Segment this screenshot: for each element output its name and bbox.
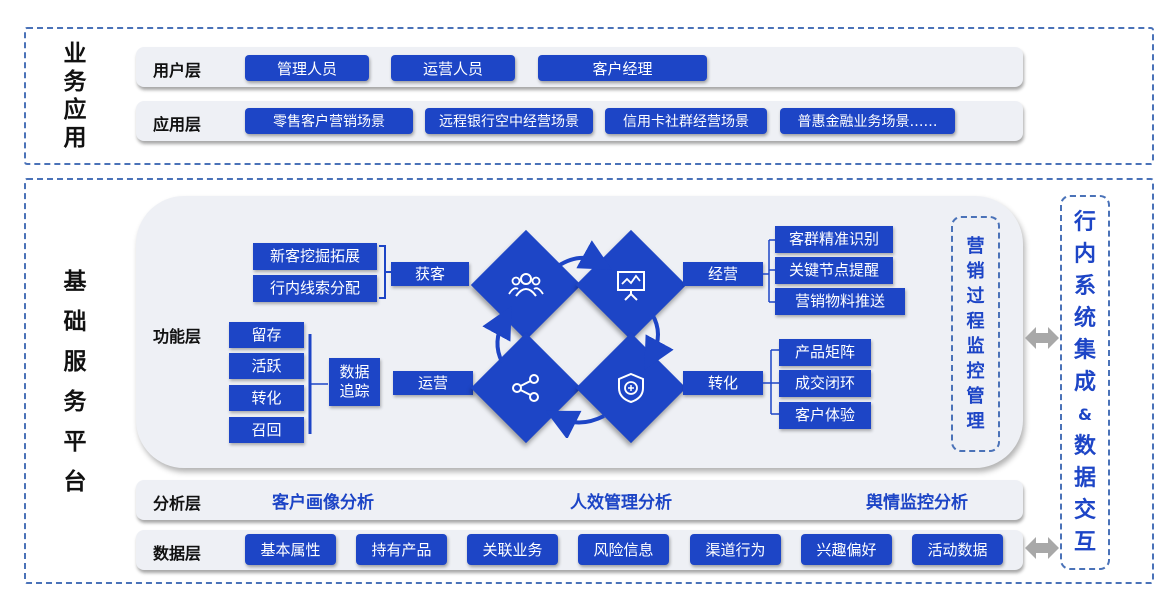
marketing-monitor-title: 营 销 过 程 监 控 管 理 [951, 222, 1000, 446]
data-chip-activity-data[interactable]: 活动数据 [912, 534, 1003, 565]
business-title-char: 用 [63, 125, 87, 151]
manage-item-precise-group[interactable]: 客群精准识别 [775, 226, 893, 253]
platform-title-char: 基 [63, 269, 87, 295]
operate-stage-convert[interactable]: 转化 [229, 385, 304, 411]
monitor-char: 过 [966, 286, 985, 307]
share-icon [487, 349, 565, 427]
operate-connector [308, 334, 328, 434]
business-title-char: 务 [63, 69, 87, 95]
data-chip-basic-attributes[interactable]: 基本属性 [245, 534, 336, 565]
shield-exchange-icon [592, 349, 670, 427]
analysis-public-opinion[interactable]: 舆情监控分析 [866, 493, 968, 513]
people-icon [487, 246, 565, 324]
monitor-char: 销 [966, 261, 985, 282]
platform-title-char: 务 [63, 389, 87, 415]
user-chip-admin[interactable]: 管理人员 [245, 55, 369, 81]
platform-title-char: 服 [63, 349, 87, 375]
convert-label[interactable]: 转化 [683, 371, 763, 395]
operate-stage-active[interactable]: 活跃 [229, 353, 304, 379]
business-title-char: 应 [63, 97, 87, 123]
integration-char: 集 [1073, 338, 1096, 363]
integration-char: 互 [1073, 530, 1096, 555]
operate-stage-retain[interactable]: 留存 [229, 322, 304, 348]
integration-char: 系 [1073, 274, 1096, 299]
monitor-char: 理 [966, 411, 985, 432]
integration-title: 行 内 系 统 集 成 & 数 据 交 互 [1060, 198, 1110, 568]
double-arrow-icon [1025, 327, 1059, 349]
scene-chip-credit-card[interactable]: 信用卡社群经营场景 [605, 108, 767, 134]
operate-label[interactable]: 运营 [393, 371, 473, 395]
monitor-char: 控 [966, 361, 985, 382]
user-chip-account-manager[interactable]: 客户经理 [538, 55, 707, 81]
app-layer-label: 应用层 [153, 115, 202, 134]
monitor-char: 监 [966, 336, 985, 357]
integration-char: & [1078, 405, 1092, 424]
monitor-char: 管 [966, 386, 985, 407]
business-title-char: 业 [63, 41, 87, 67]
acquire-source-lead-allocation[interactable]: 行内线索分配 [253, 275, 377, 302]
scene-chip-retail[interactable]: 零售客户营销场景 [245, 108, 413, 134]
data-chip-held-products[interactable]: 持有产品 [356, 534, 447, 565]
data-chip-interests[interactable]: 兴趣偏好 [801, 534, 892, 565]
manage-item-material-push[interactable]: 营销物料推送 [775, 288, 905, 315]
scene-chip-inclusive-finance[interactable]: 普惠金融业务场景…… [780, 108, 955, 134]
business-application-frame [24, 27, 1154, 165]
manage-label[interactable]: 经营 [683, 262, 763, 286]
data-chip-channel-behavior[interactable]: 渠道行为 [690, 534, 781, 565]
presentation-icon [592, 246, 670, 324]
integration-char: 行 [1073, 210, 1096, 235]
manage-connector [763, 239, 775, 303]
convert-connector [763, 349, 779, 415]
platform-title-char: 台 [63, 469, 87, 495]
double-arrow-icon [1025, 537, 1059, 559]
analysis-layer-label: 分析层 [153, 494, 202, 513]
cycle-arrows [482, 240, 674, 438]
analysis-layer-bar [136, 480, 1023, 520]
user-layer-label: 用户层 [153, 61, 202, 80]
function-layer-label: 功能层 [153, 327, 202, 346]
convert-item-deal-loop[interactable]: 成交闭环 [779, 370, 871, 397]
operate-stage-recall[interactable]: 召回 [229, 417, 304, 443]
acquire-connector [379, 245, 391, 299]
integration-char: 交 [1073, 498, 1096, 523]
acquire-label[interactable]: 获客 [391, 262, 469, 286]
data-layer-label: 数据层 [153, 544, 202, 563]
integration-char: 数 [1073, 434, 1096, 459]
data-chip-risk-info[interactable]: 风险信息 [578, 534, 669, 565]
analysis-customer-portrait[interactable]: 客户画像分析 [272, 493, 374, 513]
integration-char: 据 [1073, 466, 1096, 491]
user-chip-operator[interactable]: 运营人员 [391, 55, 515, 81]
integration-char: 成 [1073, 370, 1096, 395]
scene-chip-remote-bank[interactable]: 远程银行空中经营场景 [425, 108, 593, 134]
monitor-char: 程 [966, 311, 985, 332]
platform-title-char: 平 [63, 429, 87, 455]
convert-item-customer-experience[interactable]: 客户体验 [779, 402, 871, 429]
marketing-monitor-box [951, 216, 1000, 452]
platform-title-char: 础 [63, 309, 87, 335]
business-application-title: 业 务 应 用 [50, 36, 100, 156]
integration-char: 内 [1073, 242, 1096, 267]
platform-title: 基 础 服 务 平 台 [50, 262, 100, 502]
integration-char: 统 [1073, 306, 1096, 331]
platform-frame [24, 178, 1154, 584]
analysis-staff-efficiency[interactable]: 人效管理分析 [570, 493, 672, 513]
acquire-source-new-customer[interactable]: 新客挖掘拓展 [253, 243, 377, 270]
convert-item-product-matrix[interactable]: 产品矩阵 [779, 339, 871, 366]
integration-frame [1060, 195, 1110, 570]
monitor-char: 营 [966, 236, 985, 257]
manage-item-key-node-alert[interactable]: 关键节点提醒 [775, 257, 893, 284]
data-chip-related-business[interactable]: 关联业务 [467, 534, 558, 565]
data-tracking-box[interactable]: 数据追踪 [329, 358, 380, 406]
